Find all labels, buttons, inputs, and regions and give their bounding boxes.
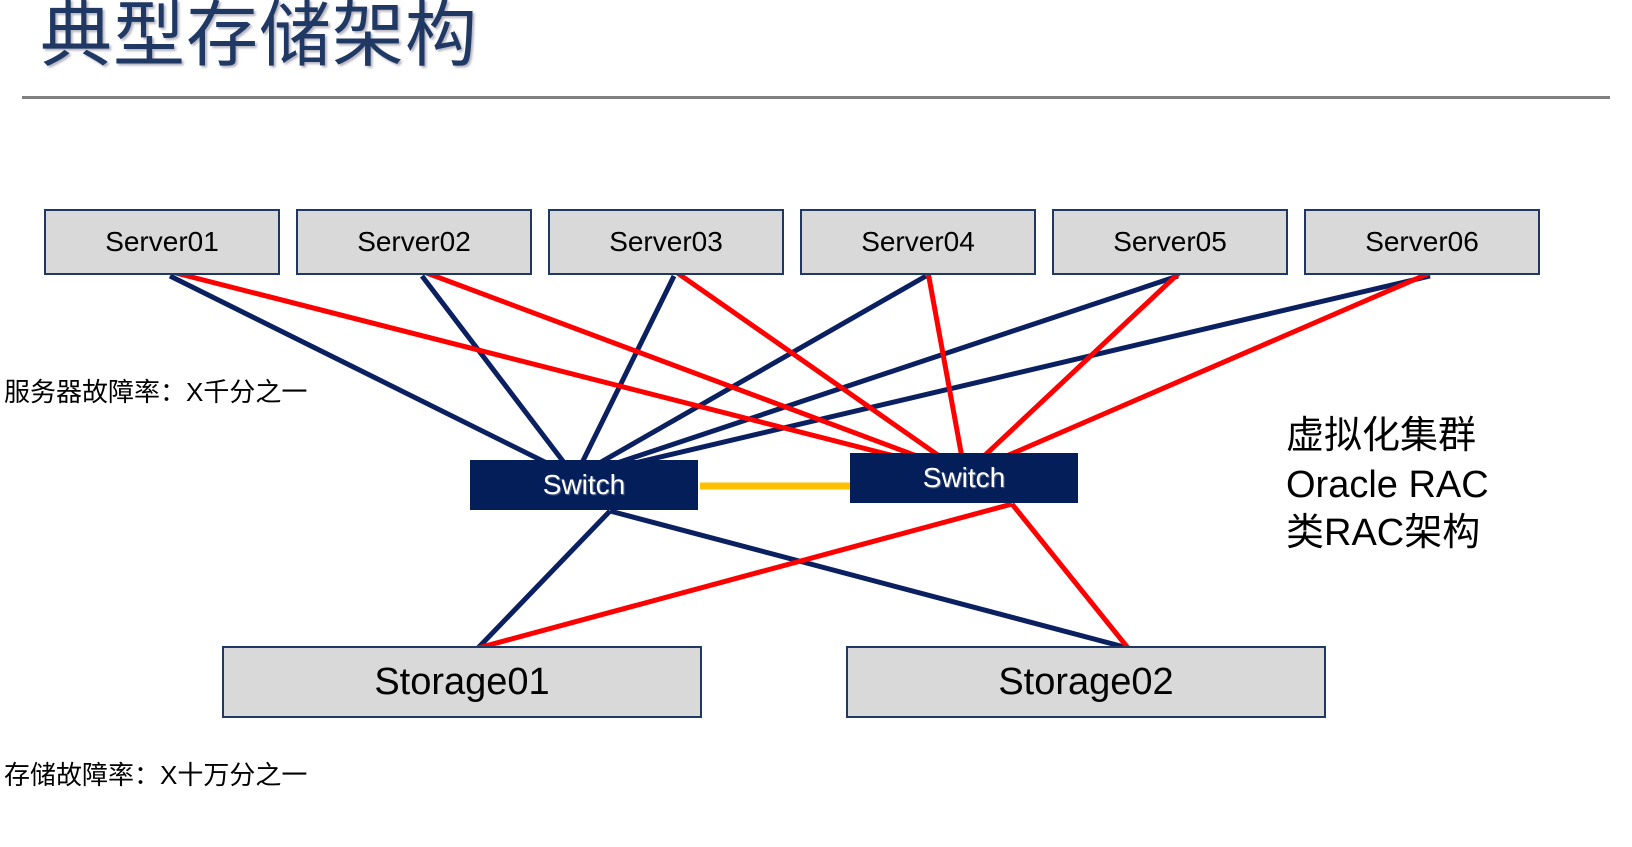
server-box-02[interactable]: Server02 bbox=[296, 209, 532, 275]
cluster-note-line-2: Oracle RAC bbox=[1286, 463, 1489, 506]
server-box-06[interactable]: Server06 bbox=[1304, 209, 1540, 275]
link-server02-switchb bbox=[423, 269, 966, 477]
link-switcha-storage02 bbox=[609, 508, 1129, 651]
server-to-switch-a-links bbox=[168, 273, 1431, 480]
server-box-04[interactable]: Server04 bbox=[800, 209, 1036, 275]
link-server05-switchb bbox=[963, 270, 1182, 476]
server-label: Server06 bbox=[1365, 226, 1479, 257]
server-label: Server05 bbox=[1113, 226, 1227, 257]
link-server02-switcha bbox=[420, 274, 577, 479]
storage-label: Storage01 bbox=[374, 660, 550, 703]
server-label: Server03 bbox=[609, 226, 723, 257]
link-switchb-storage01 bbox=[477, 501, 1013, 651]
cluster-notes-block: 虚拟化集群 Oracle RAC 类RAC架构 bbox=[1286, 412, 1489, 558]
cluster-note-line-3: 类RAC架构 bbox=[1286, 512, 1481, 555]
link-server06-switchb bbox=[964, 269, 1433, 477]
server-box-01[interactable]: Server01 bbox=[44, 209, 280, 275]
storage-label: Storage02 bbox=[998, 660, 1174, 703]
storage-box-02[interactable]: Storage02 bbox=[846, 646, 1326, 718]
link-server05-switcha bbox=[574, 273, 1179, 480]
link-server01-switchb bbox=[171, 269, 966, 477]
switch-label: Switch bbox=[542, 469, 626, 500]
link-server04-switchb bbox=[925, 271, 968, 475]
link-server03-switchb bbox=[674, 269, 967, 477]
link-server01-switcha bbox=[168, 273, 577, 480]
server-label: Server02 bbox=[357, 226, 471, 257]
storage-failure-rate-label: 存储故障率：X十万分之一 bbox=[4, 760, 308, 790]
server-to-switch-b-links bbox=[171, 269, 1433, 477]
switch-box-b[interactable]: Switch bbox=[850, 453, 1078, 503]
switch-box-a[interactable]: Switch bbox=[470, 460, 698, 510]
switch-b-to-storage-links bbox=[477, 501, 1130, 651]
server-failure-rate-label: 服务器故障率：X千分之一 bbox=[4, 377, 308, 407]
switch-a-to-storage-links bbox=[476, 508, 1129, 651]
page-title: 典型存储架构 bbox=[40, 0, 479, 76]
link-switchb-storage02 bbox=[1010, 502, 1130, 650]
link-server03-switcha bbox=[572, 274, 677, 479]
storage-box-01[interactable]: Storage01 bbox=[222, 646, 702, 718]
server-label: Server01 bbox=[105, 226, 219, 257]
link-switcha-storage01 bbox=[476, 509, 612, 650]
link-server04-switcha bbox=[573, 273, 928, 480]
server-label: Server04 bbox=[861, 226, 975, 257]
link-server06-switcha bbox=[574, 273, 1431, 480]
server-box-05[interactable]: Server05 bbox=[1052, 209, 1288, 275]
switch-label: Switch bbox=[922, 462, 1006, 493]
title-divider bbox=[22, 96, 1610, 99]
server-box-03[interactable]: Server03 bbox=[548, 209, 784, 275]
cluster-note-line-1: 虚拟化集群 bbox=[1286, 415, 1477, 457]
